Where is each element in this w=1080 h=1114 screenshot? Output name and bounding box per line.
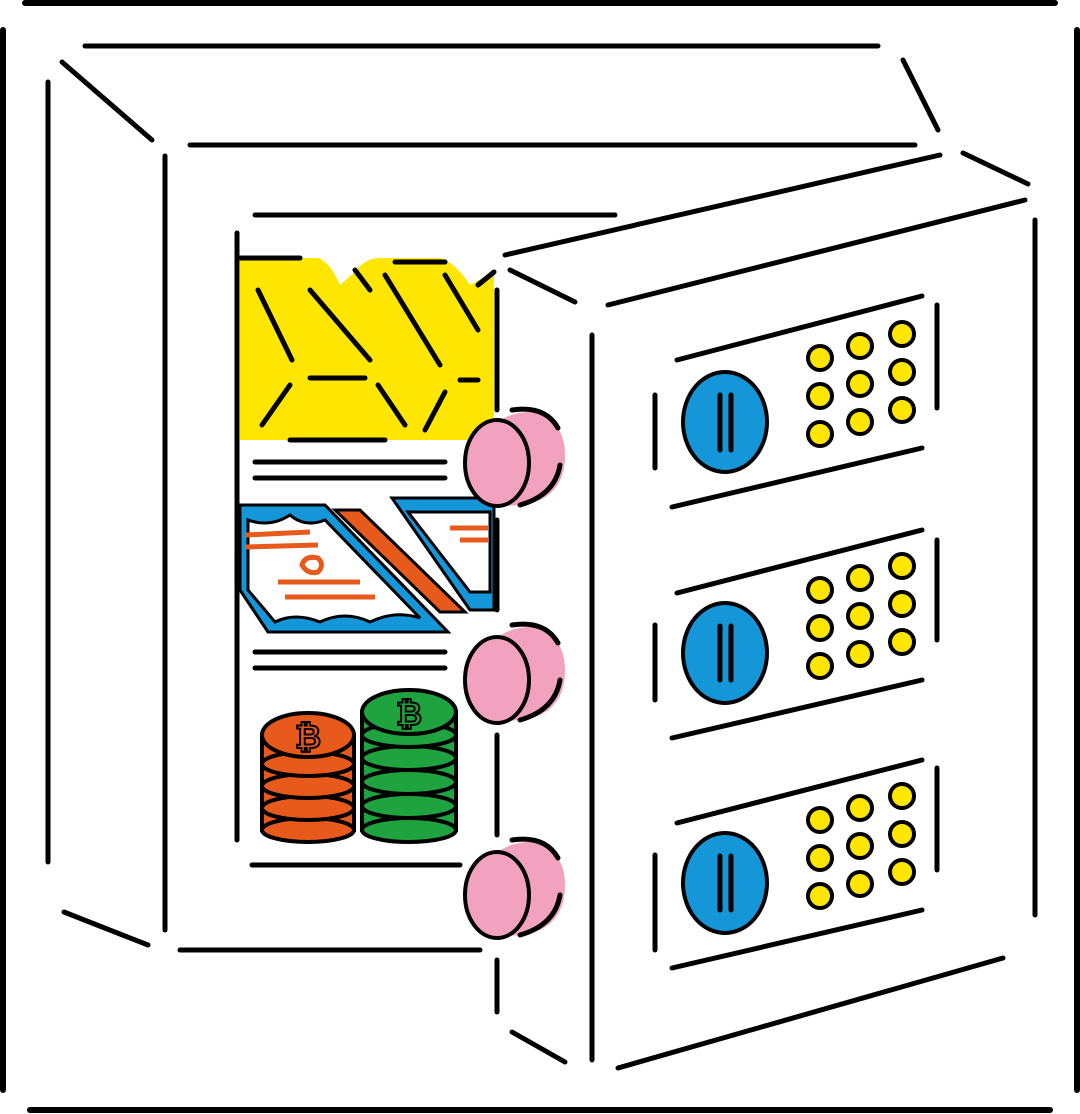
banknote-icon [389, 496, 496, 612]
lock-panel [652, 527, 940, 741]
keypad-icon [806, 552, 916, 680]
dial-icon [681, 601, 769, 705]
banknotes [238, 496, 496, 634]
safe-interior [234, 212, 618, 868]
banknote-icon [331, 508, 469, 614]
svg-text:₿: ₿ [396, 695, 422, 733]
gold-bars [237, 255, 497, 443]
banknote-icon [238, 503, 452, 634]
safe-body [45, 43, 1038, 953]
keypad-icon [806, 782, 916, 910]
gold-bar-icon [237, 255, 497, 443]
hinge-icon [463, 621, 565, 725]
safe-door [494, 152, 1028, 1071]
coin-stacks: ₿ ₿ [260, 688, 458, 844]
lock-panel [652, 757, 940, 971]
lock-panel [652, 293, 940, 510]
bitcoin-coin-icon: ₿ [360, 688, 458, 844]
bitcoin-coin-icon: ₿ [260, 711, 356, 844]
hinge-icon [463, 406, 565, 508]
dial-icon [681, 370, 769, 474]
hinges [463, 406, 565, 940]
dial-icon [681, 831, 769, 935]
svg-text:₿: ₿ [295, 718, 321, 756]
keypad-icon [806, 320, 916, 448]
hinge-icon [463, 836, 565, 940]
